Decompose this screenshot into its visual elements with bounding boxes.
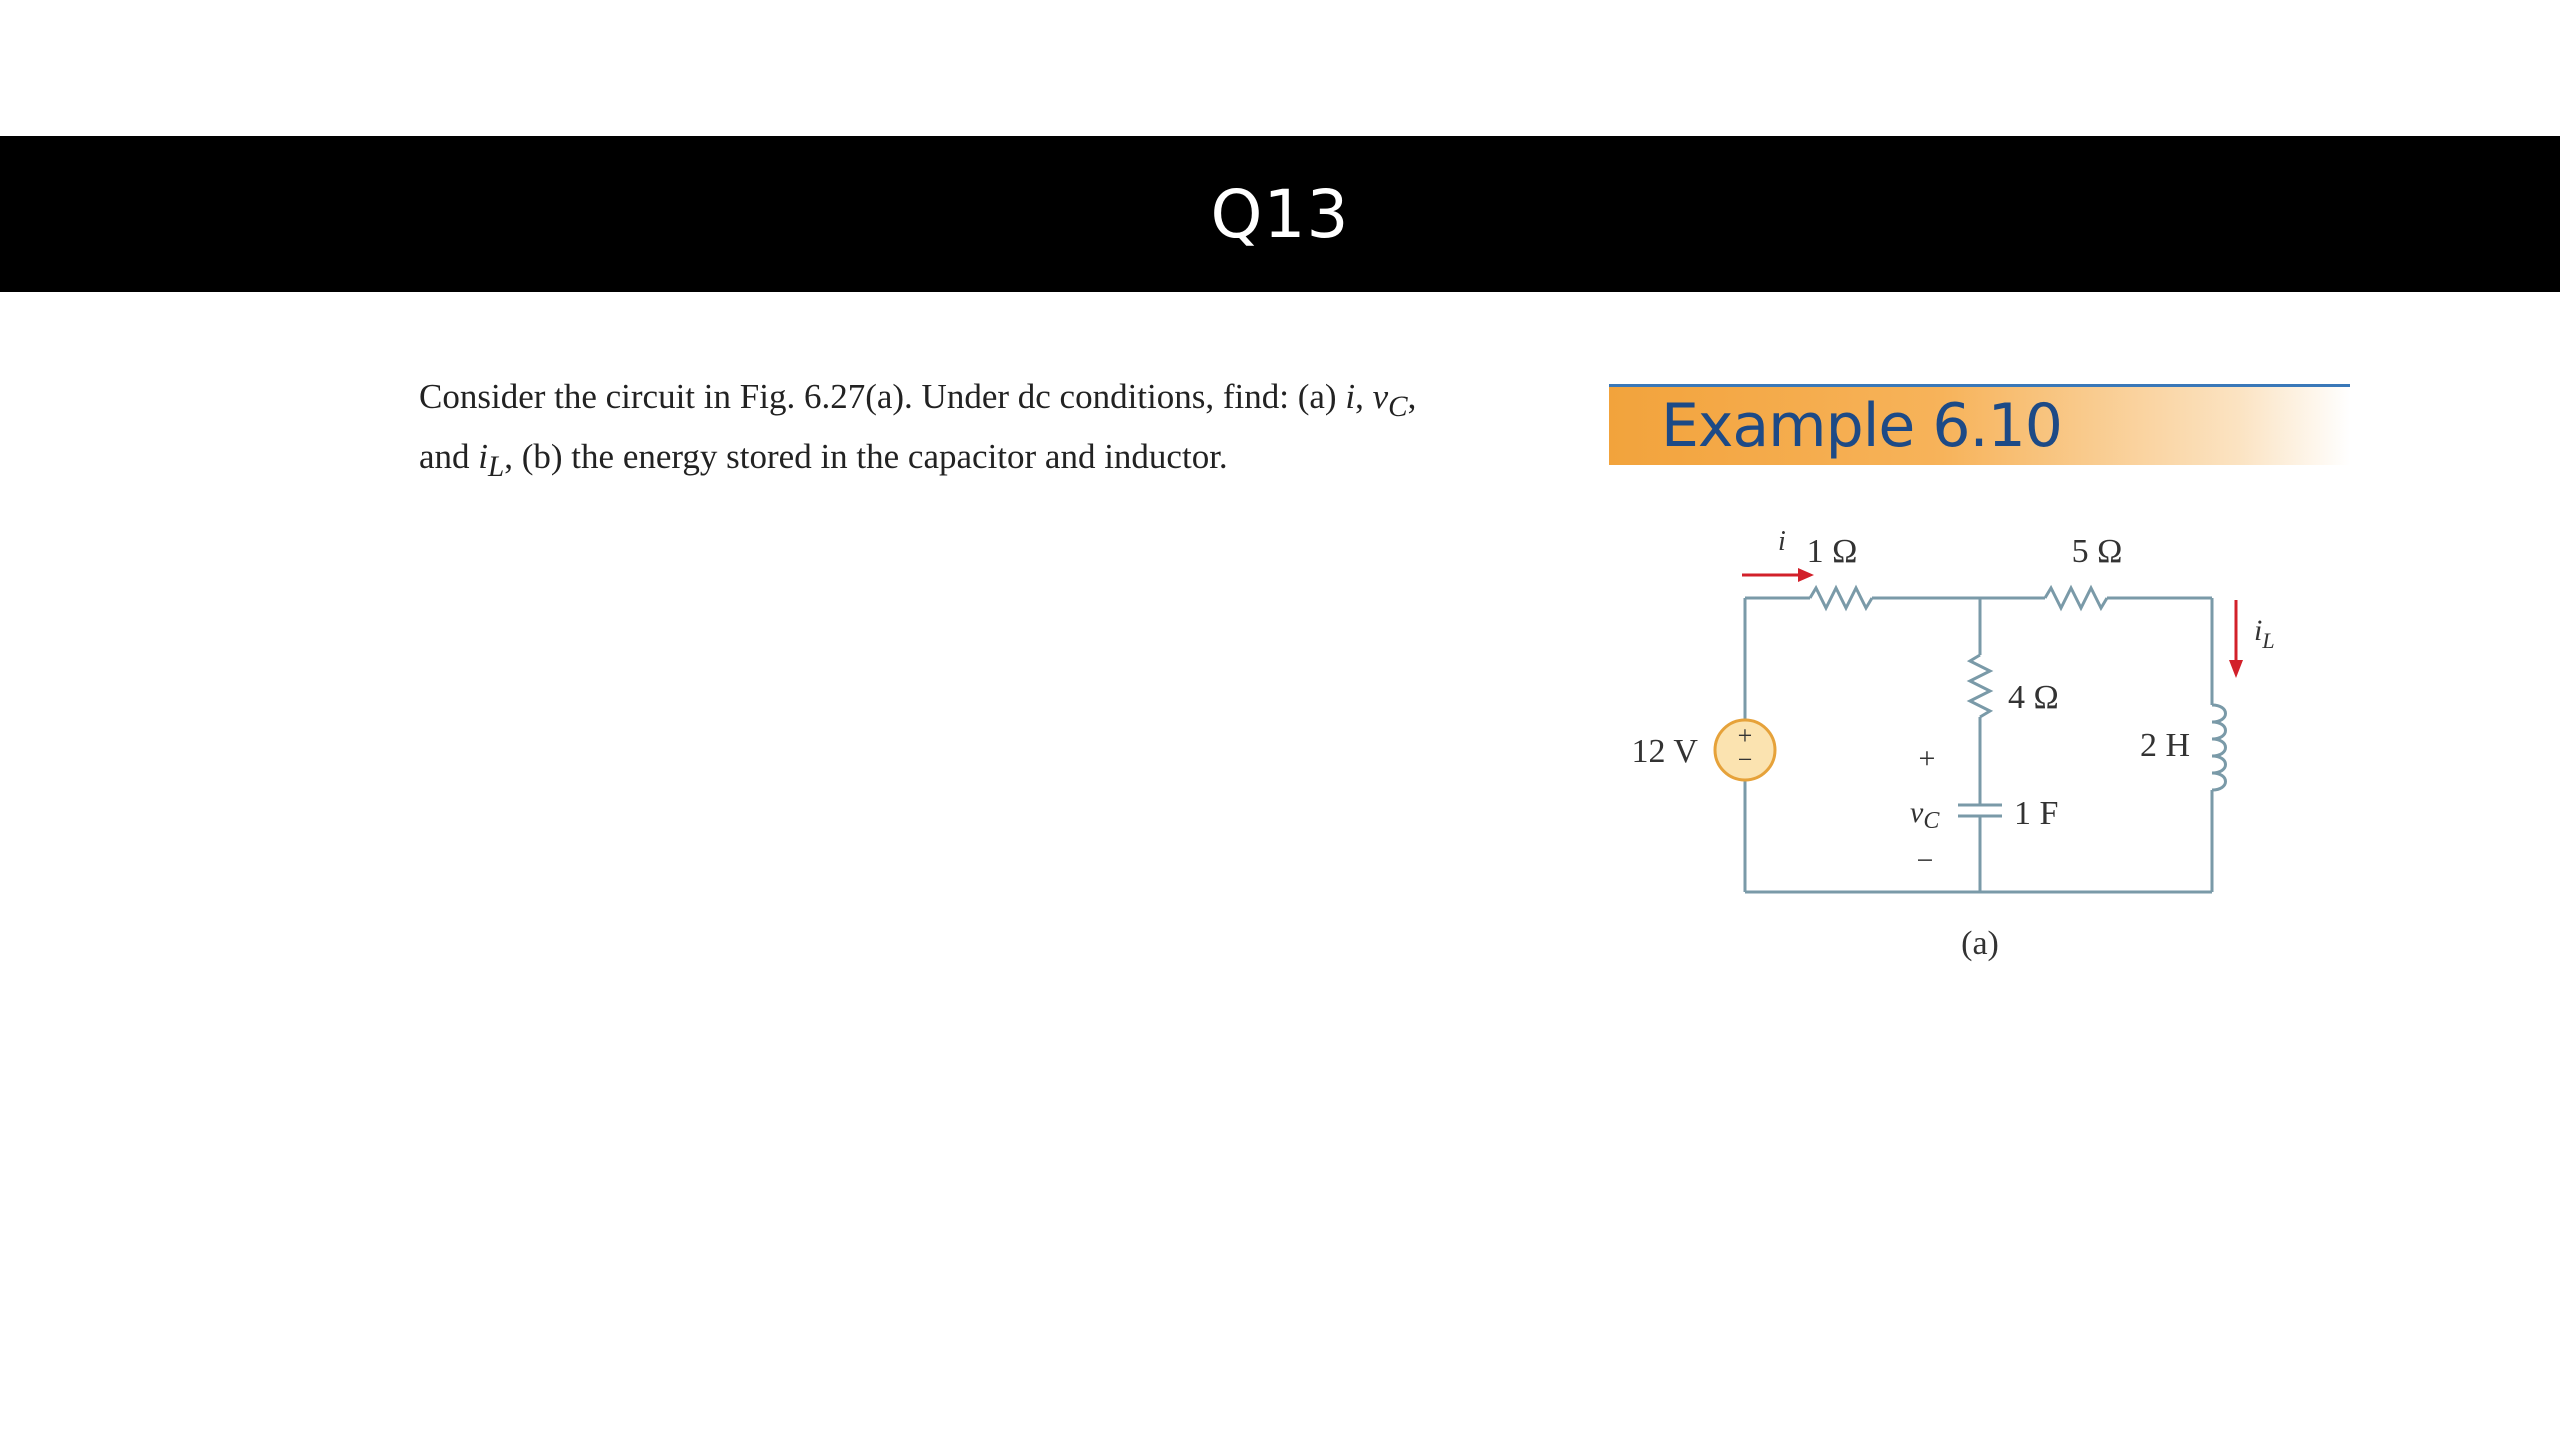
- current-il-label: iL: [2254, 614, 2275, 653]
- resistor-5ohm: [2043, 584, 2109, 612]
- source-plus: +: [1738, 721, 1753, 750]
- inductor-symbol: [2211, 703, 2227, 792]
- slide-title: Q13: [1210, 175, 1350, 253]
- figure-caption: (a): [1961, 925, 1999, 962]
- problem-var-i: i: [1345, 377, 1356, 416]
- vc-label: vC: [1910, 796, 1940, 834]
- r3-label: 4 Ω: [2008, 679, 2059, 716]
- cap-label: 1 F: [2014, 795, 2058, 832]
- r2-label: 5 Ω: [2072, 533, 2123, 570]
- problem-sep: ,: [1355, 377, 1373, 416]
- current-arrow-i: [1798, 568, 1814, 582]
- source-minus: −: [1738, 745, 1753, 774]
- vc-minus: −: [1917, 844, 1934, 877]
- r1-label: 1 Ω: [1807, 533, 1858, 570]
- problem-var-il: i: [478, 437, 489, 476]
- current-arrow-il: [2229, 660, 2243, 678]
- capacitor-symbol: [1958, 803, 2002, 818]
- source-label: 12 V: [1632, 733, 1699, 770]
- current-i-label: i: [1778, 526, 1786, 557]
- voltage-source: [1713, 718, 1777, 782]
- problem-var-vc-sub: C: [1388, 391, 1408, 423]
- problem-var-il-sub: L: [488, 451, 505, 483]
- problem-var-vc: v: [1372, 377, 1389, 416]
- problem-line1-end: ,: [1407, 377, 1417, 416]
- problem-line2-text: , (b) the energy stored in the capacitor…: [504, 437, 1228, 476]
- ind-label: 2 H: [2140, 727, 2190, 764]
- problem-line2-prefix: and: [419, 437, 479, 476]
- resistor-1ohm: [1808, 584, 1874, 612]
- vc-plus: +: [1919, 742, 1936, 775]
- circuit-wires: [1743, 584, 2214, 894]
- problem-statement: Consider the circuit in Fig. 6.27(a). Un…: [419, 372, 1469, 492]
- circuit-diagram: + − i iL 1 Ω 5 Ω 4 Ω 12 V 1 F 2 H + vC −…: [1632, 526, 2275, 962]
- example-label: Example 6.10: [1661, 391, 2063, 461]
- resistor-4ohm: [1966, 653, 1994, 719]
- title-bar: Q13: [0, 136, 2560, 292]
- example-banner: Example 6.10: [1609, 384, 2350, 465]
- problem-line1-text: Consider the circuit in Fig. 6.27(a). Un…: [419, 377, 1346, 416]
